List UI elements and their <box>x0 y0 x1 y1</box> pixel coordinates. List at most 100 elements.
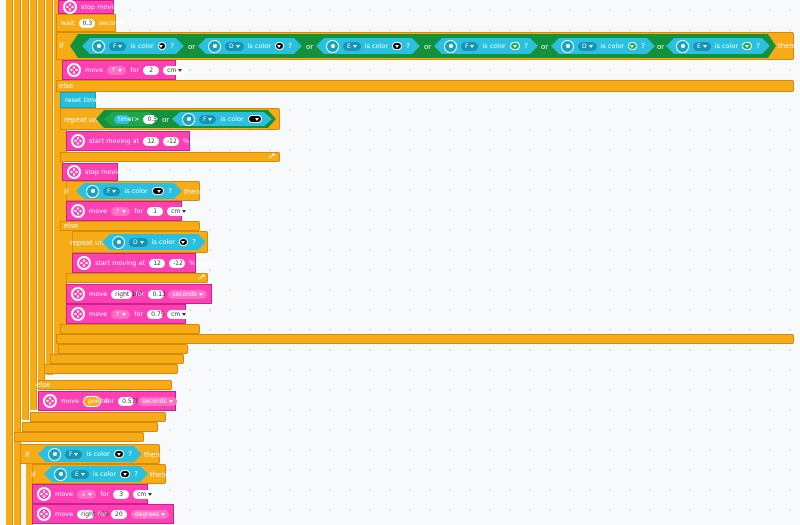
motor-icon <box>71 134 85 148</box>
direction-dropdown[interactable]: ↑ <box>111 309 131 319</box>
unit-dropdown[interactable]: cm <box>133 489 157 499</box>
else-label: else <box>36 381 51 389</box>
repeat-bottom <box>60 152 280 162</box>
move-label: move <box>89 310 108 318</box>
color-sensor-icon <box>182 113 195 126</box>
wait-block[interactable]: wait 0.3 seconds <box>56 14 125 32</box>
steer-value[interactable]: right 100 <box>111 289 143 299</box>
motor-icon <box>67 63 81 77</box>
chevron-down-icon <box>208 118 212 121</box>
distance-value[interactable]: 3 <box>113 489 130 499</box>
unit-dropdown[interactable]: cm <box>163 65 187 75</box>
color-condition-6[interactable]: E is color ? <box>666 38 770 54</box>
steer-value[interactable]: right 100 <box>77 509 109 519</box>
then-label: then <box>778 42 794 50</box>
start-moving-block[interactable]: start moving at 12 -12 % speed <box>66 131 211 151</box>
direction-dropdown[interactable]: ↑ <box>107 65 127 75</box>
start-moving-block[interactable]: start moving at 12 -12 % speed <box>72 253 217 273</box>
color-picker[interactable] <box>248 115 262 123</box>
direction-dropdown[interactable]: ↑ <box>111 206 131 216</box>
wait-value[interactable]: 0.3 <box>78 18 95 28</box>
move-block[interactable]: move ↑ for 2 cm <box>62 60 187 80</box>
unit-dropdown[interactable]: degrees <box>130 509 169 519</box>
question-mark: ? <box>128 450 132 458</box>
move-steer-block[interactable]: move right 100 for 20 degrees <box>32 504 174 524</box>
color-condition-3[interactable]: E is color ? <box>316 38 420 54</box>
chevron-down-icon <box>470 45 474 48</box>
right-speed-value[interactable]: -12 <box>163 136 180 146</box>
move-block[interactable]: move ↓ for 3 cm <box>32 484 157 504</box>
stop-moving-label: stop moving <box>85 168 126 176</box>
unit-dropdown[interactable]: cm <box>167 206 191 216</box>
color-condition[interactable]: F is color ? <box>76 183 182 199</box>
stop-moving-block[interactable]: stop moving <box>62 163 125 181</box>
greater-than-operator[interactable]: timer > 0.5 <box>104 112 158 126</box>
sensor-port-dropdown[interactable]: F <box>461 42 478 51</box>
sensor-port-dropdown[interactable]: F <box>109 42 126 51</box>
color-condition-2[interactable]: D is color ? <box>198 38 302 54</box>
sensor-port-dropdown[interactable]: D <box>225 42 244 51</box>
c-block-bottom <box>50 354 184 364</box>
distance-value[interactable]: 1 <box>147 206 164 216</box>
unit-dropdown[interactable]: cm <box>167 309 191 319</box>
color-picker[interactable] <box>392 42 402 50</box>
color-condition[interactable]: F is color ? <box>38 446 142 462</box>
sensor-port-dropdown[interactable]: F <box>103 187 120 196</box>
color-condition-1[interactable]: F is color ? <box>82 38 184 54</box>
reset-timer-block[interactable]: reset timer <box>60 92 101 108</box>
sensor-port-dropdown[interactable]: D <box>578 42 597 51</box>
color-condition[interactable]: F is color <box>172 112 272 126</box>
color-condition[interactable]: D is color ? <box>102 234 206 250</box>
distance-value[interactable]: 0.75 <box>147 309 164 319</box>
gt-label: > <box>134 115 140 123</box>
chevron-down-icon <box>88 492 93 496</box>
sensor-port-dropdown[interactable]: D <box>129 238 148 247</box>
color-picker[interactable] <box>152 187 165 195</box>
unit-dropdown[interactable]: seconds <box>168 289 207 299</box>
chevron-down-icon <box>168 399 173 403</box>
else-bar <box>60 221 200 231</box>
right-speed-value[interactable]: -12 <box>169 258 186 268</box>
color-picker[interactable] <box>275 42 284 50</box>
sensor-port-dropdown[interactable]: E <box>343 42 361 51</box>
unit-dropdown[interactable]: seconds <box>138 396 177 406</box>
color-picker[interactable] <box>114 450 125 458</box>
color-picker[interactable] <box>179 238 188 246</box>
stop-moving-block[interactable]: stop moving <box>58 0 121 14</box>
color-picker[interactable] <box>120 470 130 478</box>
color-sensor-icon <box>444 40 457 53</box>
or-label: or <box>424 43 432 51</box>
question-mark: ? <box>756 42 760 50</box>
move-steer-block[interactable]: move right 100 for 0.13 seconds <box>66 284 212 304</box>
color-condition-4[interactable]: F is color ? <box>434 38 538 54</box>
sensor-port-dropdown[interactable]: E <box>693 42 711 51</box>
color-picker[interactable] <box>628 42 637 50</box>
question-mark: ? <box>134 470 138 478</box>
sensor-port-dropdown[interactable]: F <box>65 450 82 459</box>
pointer-reporter[interactable]: pointer <box>83 395 110 407</box>
or-operator-chain[interactable] <box>70 34 776 58</box>
direction-dropdown[interactable]: ↓ <box>77 489 97 499</box>
left-speed-value[interactable]: 12 <box>143 136 160 146</box>
color-picker[interactable] <box>510 42 521 50</box>
color-picker[interactable] <box>158 42 167 50</box>
chevron-down-icon <box>161 512 165 516</box>
for-label: for <box>130 66 140 74</box>
move-block[interactable]: move ↑ for 1 cm <box>66 201 191 221</box>
color-condition[interactable]: E is color ? <box>44 466 148 482</box>
angle-value[interactable]: 20 <box>110 509 127 519</box>
timer-value[interactable]: 0.5 <box>143 115 159 124</box>
duration-value[interactable]: 0.575 <box>118 396 139 406</box>
start-moving-label: start moving at <box>89 137 140 145</box>
motor-icon <box>37 507 51 521</box>
duration-value[interactable]: 0.13 <box>148 289 166 299</box>
move-block[interactable]: move pointer for 0.575 seconds <box>38 391 177 411</box>
distance-value[interactable]: 2 <box>143 65 160 75</box>
color-condition-5[interactable]: D is color ? <box>551 38 655 54</box>
sensor-port-dropdown[interactable]: F <box>199 115 216 124</box>
left-speed-value[interactable]: 12 <box>149 258 166 268</box>
color-picker[interactable] <box>742 42 752 50</box>
timer-reporter[interactable]: timer <box>114 115 130 124</box>
move-block[interactable]: move ↑ for 0.75 cm <box>66 304 191 324</box>
sensor-port-dropdown[interactable]: E <box>71 470 89 479</box>
